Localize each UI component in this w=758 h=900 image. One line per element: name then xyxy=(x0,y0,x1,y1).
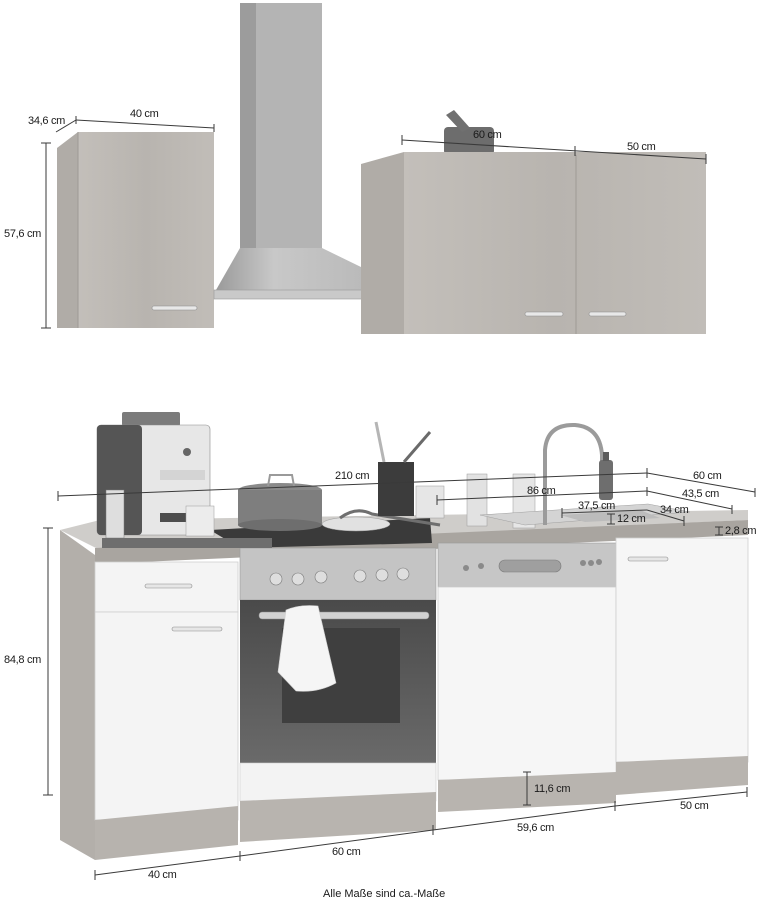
utensil-holder-icon xyxy=(378,462,414,516)
dishwasher-handle-icon xyxy=(498,559,562,573)
dim-wall-left-depth: 34,6 cm xyxy=(28,115,66,127)
dim-wall-right-width-60: 60 cm xyxy=(473,129,502,141)
dim-module-4-width: 50 cm xyxy=(680,800,709,812)
pot-icon xyxy=(238,474,322,531)
dim-plinth-height: 11,6 cm xyxy=(534,783,571,795)
dim-wall-left-height: 57,6 cm xyxy=(4,228,42,240)
dim-wall-left-width: 40 cm xyxy=(130,108,159,120)
towel-icon xyxy=(277,605,337,692)
dim-module-2-width: 60 cm xyxy=(332,846,361,858)
oven-handle-icon xyxy=(258,611,430,620)
door-handle-icon xyxy=(171,626,223,632)
footnote: Alle Maße sind ca.-Maße xyxy=(323,888,446,900)
wall-cabinet-right xyxy=(361,110,706,334)
dim-module-1-width: 40 cm xyxy=(148,869,177,881)
dim-total-width: 210 cm xyxy=(335,470,370,482)
dim-basin-depth: 34 cm xyxy=(660,504,689,516)
cabinet-handle-icon xyxy=(151,305,198,311)
drawer-handle-icon xyxy=(144,583,193,589)
dim-basin-height: 12 cm xyxy=(617,513,646,525)
cabinet-handle-icon xyxy=(524,311,564,317)
cabinet-handle-icon xyxy=(588,311,627,317)
dimension-lines xyxy=(41,116,756,880)
dim-depth: 60 cm xyxy=(693,470,722,482)
dim-worktop-thickness: 2,8 cm xyxy=(725,525,757,537)
oven-knobs xyxy=(269,567,410,586)
wall-cabinet-left xyxy=(57,132,214,328)
dim-sink-width: 86 cm xyxy=(527,485,556,497)
dim-base-height: 84,8 cm xyxy=(4,654,42,666)
base-unit xyxy=(60,412,749,860)
dim-sink-depth: 43,5 cm xyxy=(682,488,720,500)
coffee-machine-icon xyxy=(96,412,272,548)
dim-basin-width: 37,5 cm xyxy=(578,500,616,512)
faucet-icon xyxy=(543,422,604,525)
dim-wall-right-width-50: 50 cm xyxy=(627,141,656,153)
extractor-hood xyxy=(213,3,423,300)
dim-module-3-width: 59,6 cm xyxy=(517,822,555,834)
door-handle-icon xyxy=(627,556,669,562)
